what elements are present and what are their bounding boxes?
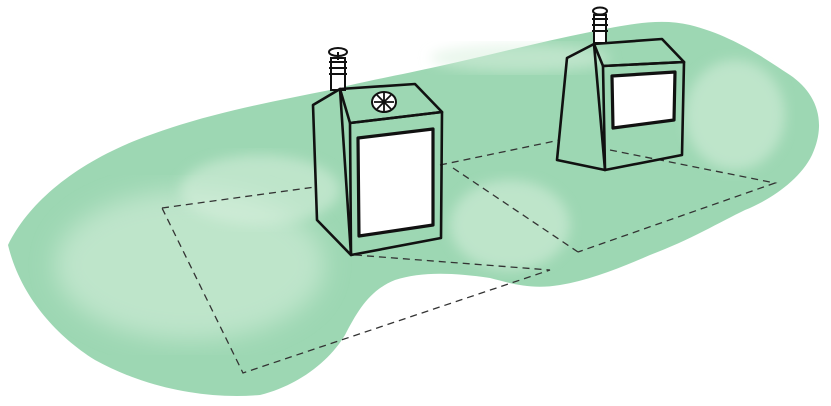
- coverage-highlight-right: [685, 60, 785, 170]
- unit-front-door: [358, 129, 433, 236]
- exhaust-vent-icon: [329, 48, 347, 90]
- fan-icon: [372, 92, 396, 112]
- exhaust-vent-icon: [592, 8, 608, 44]
- coverage-highlight-top: [430, 44, 610, 72]
- unit-rear-door: [612, 72, 675, 128]
- coverage-highlight-mid: [450, 180, 570, 270]
